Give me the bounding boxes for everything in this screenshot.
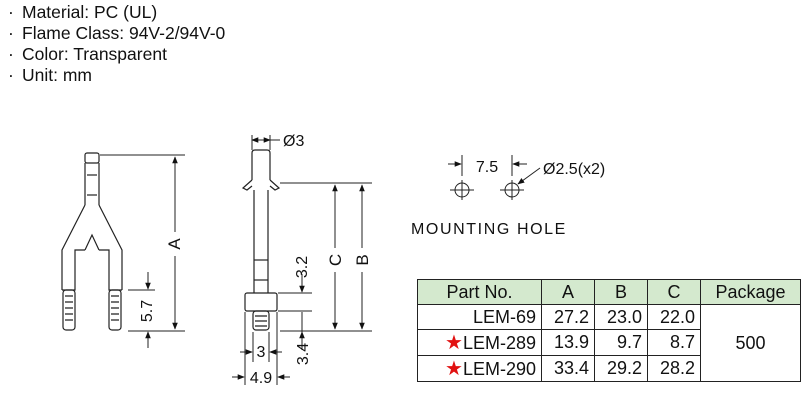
a-cell: 13.9 (541, 329, 595, 356)
spec-item: ·Color: Transparent (8, 44, 167, 64)
dim-3-label: 3 (257, 344, 266, 361)
header-c: C (647, 279, 701, 305)
b-cell: 23.0 (594, 304, 648, 330)
table-row: ★LEM-289 13.9 9.7 8.7 (417, 329, 801, 356)
dim-3-2-label: 3.2 (294, 256, 311, 278)
c-cell: 28.2 (647, 355, 701, 382)
dimension-a (100, 154, 185, 348)
table-row: ★LEM-290 33.4 29.2 28.2 (417, 355, 801, 382)
dim-5-7-label: 5.7 (139, 300, 156, 322)
part-cell: ★LEM-289 (417, 329, 542, 356)
spec-text: Unit: mm (22, 65, 92, 85)
header-b: B (594, 279, 648, 305)
mounting-pitch-label: 7.5 (476, 159, 498, 176)
star-icon: ★ (445, 358, 463, 380)
spec-item: ·Material: PC (UL) (8, 2, 158, 22)
dimension-table: Part No. A B C Package LEM-69 27.2 23.0 … (417, 279, 801, 382)
star-icon: ★ (445, 332, 463, 354)
package-cell: 500 (700, 304, 801, 382)
a-cell: 27.2 (541, 304, 595, 330)
front-view (61, 152, 123, 331)
mounting-hole-title: MOUNTING HOLE (411, 221, 567, 238)
part-cell: LEM-69 (417, 304, 542, 330)
b-cell: 29.2 (594, 355, 648, 382)
dim-diameter-3-label: Ø3 (283, 133, 304, 150)
side-dimensions (232, 135, 372, 385)
table-row: LEM-69 27.2 23.0 22.0 500 (417, 304, 801, 382)
header-package: Package (700, 279, 801, 305)
spec-text: Flame Class: 94V-2/94V-0 (22, 23, 226, 43)
c-cell: 22.0 (647, 304, 701, 330)
dim-a-label: A (165, 238, 184, 250)
spec-list: ·Material: PC (UL) ·Flame Class: 94V-2/9… (8, 2, 225, 86)
header-a: A (541, 279, 595, 305)
dim-b-label: B (353, 254, 372, 265)
b-cell: 9.7 (594, 329, 648, 356)
spec-item: ·Flame Class: 94V-2/94V-0 (8, 23, 226, 43)
side-view (241, 149, 281, 331)
c-cell: 8.7 (647, 329, 701, 356)
mounting-holes (448, 155, 541, 200)
a-cell: 33.4 (541, 355, 595, 382)
dim-4-9-label: 4.9 (250, 370, 272, 387)
dim-3-4-label: 3.4 (295, 343, 312, 365)
header-part-no: Part No. (417, 279, 542, 305)
spec-item: ·Unit: mm (8, 65, 92, 85)
part-cell: ★LEM-290 (417, 355, 542, 382)
spec-text: Material: PC (UL) (22, 2, 158, 22)
table-header-row: Part No. A B C Package (417, 279, 801, 305)
dim-c-label: C (326, 254, 345, 266)
spec-text: Color: Transparent (22, 44, 167, 64)
mounting-hole-diameter-label: Ø2.5(x2) (543, 161, 605, 178)
